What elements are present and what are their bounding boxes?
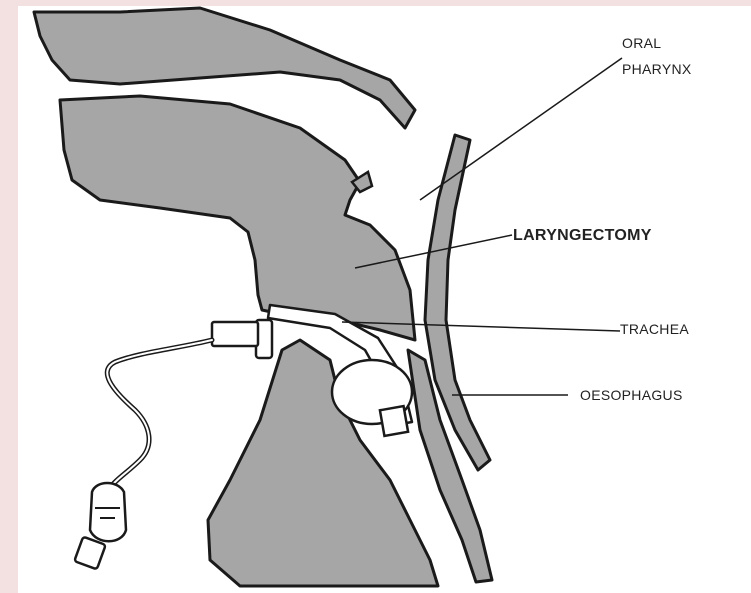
leader-oral-pharynx (420, 58, 622, 200)
pilot-line (107, 340, 212, 488)
pilot-line-inner (107, 340, 212, 488)
label-oral: ORAL (622, 35, 661, 51)
pilot-valve (74, 537, 105, 570)
label-trachea: TRACHEA (620, 321, 689, 337)
pilot-balloon (90, 483, 126, 541)
tongue-mass (60, 96, 415, 340)
label-laryngectomy: LARYNGECTOMY (513, 227, 652, 244)
tube-connector (212, 322, 258, 346)
label-pharynx: PHARYNX (622, 61, 692, 77)
tube-tip (380, 406, 408, 436)
label-oesophagus: OESOPHAGUS (580, 387, 683, 403)
